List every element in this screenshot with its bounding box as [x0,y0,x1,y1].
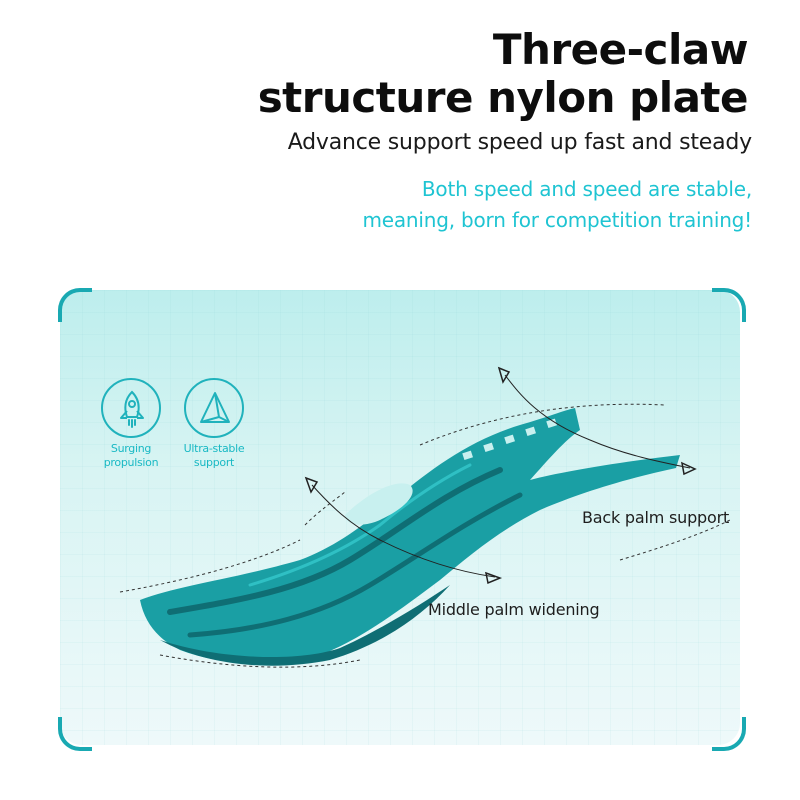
frame-corner-top-right [712,288,746,322]
subheadline: Advance support speed up fast and steady [287,130,752,155]
plate-slots [462,418,557,461]
plate-edge [160,585,450,666]
plate-cutout [345,483,413,525]
tagline-line-1: Both speed and speed are stable, [421,177,752,201]
frame-corner-bottom-right [712,717,746,751]
callout-back-palm-support: Back palm support [582,508,730,527]
pyramid-icon [184,378,244,438]
headline: Three-claw structure nylon plate [257,25,749,122]
feature-ultra-stable-support: Ultra-stable support [169,378,259,470]
rocket-icon [101,378,161,438]
arrow-icon [304,476,319,494]
guide-arc [159,654,361,668]
headline-line-1: Three-claw [492,25,749,74]
feature-label-line: propulsion [103,456,159,469]
headline-line-2: structure nylon plate [257,73,749,122]
plate-body [140,408,680,664]
tagline-line-2: meaning, born for competition training! [362,208,752,232]
callout-middle-palm-widening: Middle palm widening [428,600,600,619]
guide-arc [304,491,346,526]
leader-line-back [504,374,691,469]
arrow-icon [485,571,503,585]
tagline: Both speed and speed are stable, meaning… [362,174,752,236]
feature-label: Ultra-stable support [169,442,259,470]
frame-corner-bottom-left [58,717,92,751]
plate-highlight [248,463,472,587]
arrow-icon [497,366,511,384]
feature-label-line: Surging [110,442,152,455]
plate-groove [167,467,503,615]
feature-label: Surging propulsion [86,442,176,470]
frame-corner-top-left [58,288,92,322]
guide-arc [619,519,731,561]
arrow-icon [681,461,697,476]
feature-label-line: support [193,456,235,469]
feature-label-line: Ultra-stable [183,442,245,455]
leader-line-middle [311,484,496,578]
plate-groove [187,492,523,638]
guide-arc [419,403,666,446]
feature-surging-propulsion: Surging propulsion [86,378,176,470]
